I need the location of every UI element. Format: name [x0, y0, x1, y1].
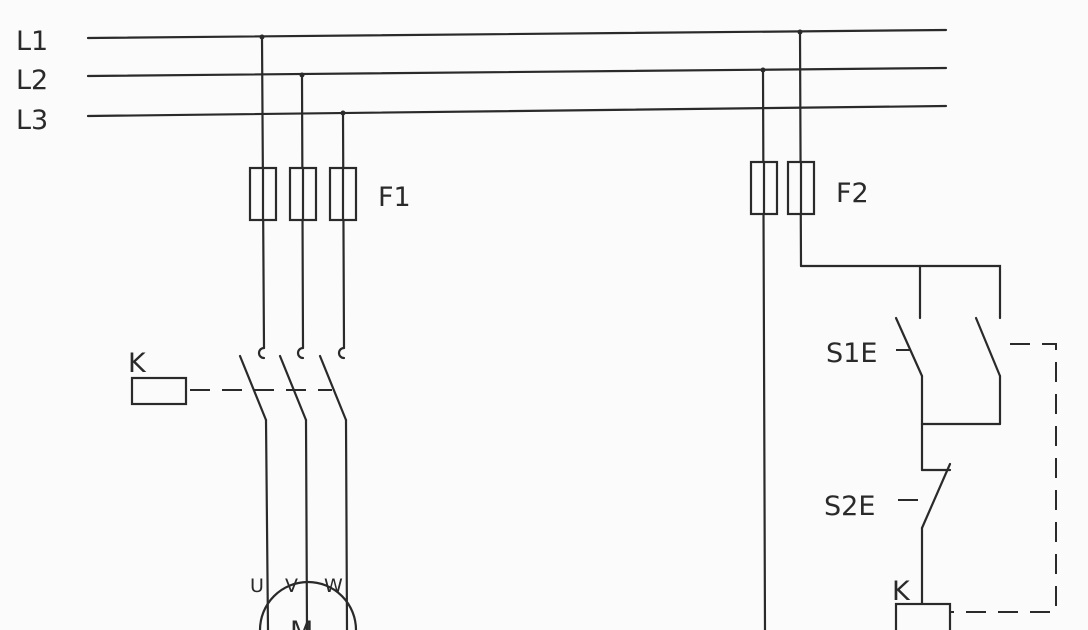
- terminal-label-v: V: [285, 575, 298, 597]
- terminal-label-w: W: [324, 575, 343, 597]
- bus-lines: [86, 28, 948, 118]
- switch-label-s1e: S1E: [826, 338, 877, 369]
- bus-line-l2: [86, 66, 948, 78]
- contactor-main-contacts: [190, 346, 349, 630]
- coil-k-right: [894, 602, 952, 630]
- motor-label: M: [290, 616, 313, 630]
- fuse-group-f1: [248, 166, 358, 222]
- control-wires: [761, 30, 1002, 630]
- terminal-label-u: U: [250, 575, 264, 597]
- coil-label-k-left: K: [128, 348, 147, 379]
- switch-s1e: [894, 316, 1057, 613]
- motor: [258, 580, 358, 630]
- switch-label-s2e: S2E: [824, 491, 875, 522]
- coil-label-k-right: K: [892, 576, 911, 607]
- bus-label-l1: L1: [16, 26, 48, 57]
- bus-label-l3: L3: [16, 105, 48, 136]
- bus-line-l3: [86, 104, 948, 118]
- bus-label-l2: L2: [16, 65, 48, 96]
- fuse-label-f2: F2: [836, 178, 869, 209]
- fuse-label-f1: F1: [378, 182, 411, 213]
- coil-k-left: [130, 376, 188, 406]
- switch-s2e: [898, 422, 952, 606]
- fuse-group-f2: [749, 160, 816, 216]
- bus-line-l1: [86, 28, 948, 40]
